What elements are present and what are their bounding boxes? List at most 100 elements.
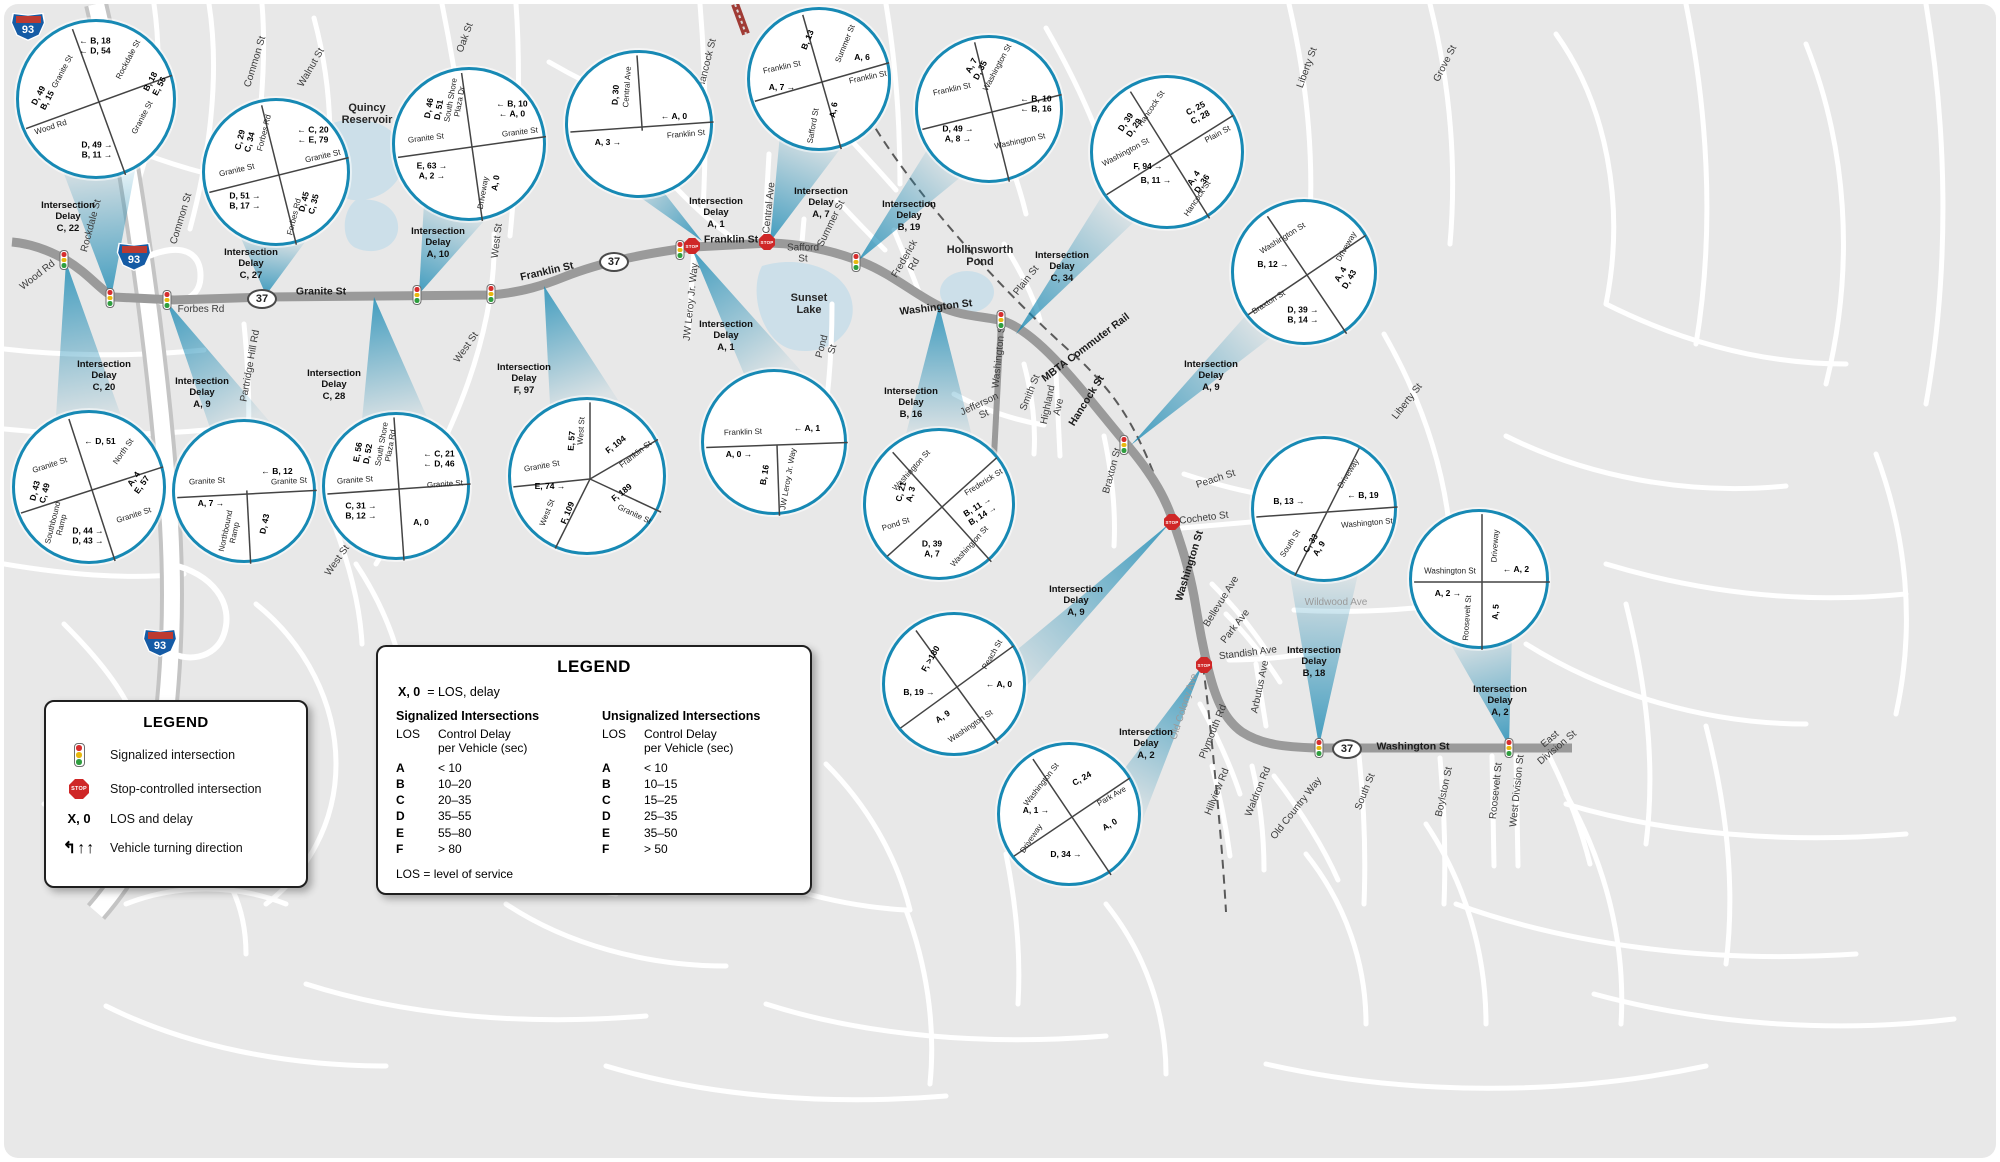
r-light [677, 242, 683, 247]
los-letter: D [396, 809, 405, 824]
intersection-delay-label: Intersection Delay A, 1 [689, 196, 743, 230]
los-footnote: LOS = level of service [396, 866, 514, 881]
legend-item-label: Signalized intersection [110, 748, 236, 762]
traffic-signal-icon [1314, 738, 1324, 758]
approach-leg-line [802, 14, 842, 150]
intersection-delay-label: Intersection Delay A, 10 [411, 226, 465, 260]
approach-leg-line [915, 630, 999, 744]
delay-range: > 80 [438, 841, 462, 856]
shield-red-band [121, 245, 147, 253]
intersection-geometry [900, 630, 1014, 744]
callout-los-value: E, 57 [565, 430, 577, 452]
los-row-signalized: F > 80 [396, 841, 586, 857]
traffic-signal-icon [486, 284, 496, 304]
g-light [677, 253, 683, 258]
intersection-geometry [754, 14, 890, 150]
callout-los-value: ← B, 10 ← B, 16 [1020, 93, 1052, 113]
r-light [1506, 740, 1512, 745]
signalized-column: Signalized Intersections LOS Control Del… [396, 709, 586, 857]
intersection-geometry [209, 105, 349, 245]
traffic-signal-icon [412, 285, 422, 305]
callout-los-value: D, 46 D, 51 [421, 97, 445, 121]
signalized-column-header: Signalized Intersections [396, 709, 540, 723]
intersection-delay-label: Intersection Delay C, 22 [41, 200, 95, 234]
callout-los-value: A, 0 [413, 517, 429, 528]
callout-los-value: D, 44 → D, 43 → [72, 525, 104, 545]
g-light [107, 301, 113, 306]
route-37-shield: 37 [247, 289, 277, 309]
wedge-pointer [167, 302, 270, 428]
r-light [164, 292, 170, 297]
legend-title: LEGEND [557, 657, 631, 676]
approach-leg-line [1294, 447, 1360, 577]
los-letter: F [396, 841, 404, 856]
callout-los-value: A, 7 → [197, 498, 225, 509]
y-light [1316, 745, 1322, 751]
g-light [853, 265, 859, 270]
turning-arrows-icon: ↰↑↑ [62, 840, 96, 857]
callout-los-value: ← B, 12 [261, 466, 293, 477]
road-label: Wildwood Ave [1304, 596, 1368, 608]
approach-leg-line [636, 55, 644, 131]
road-label: Forbes Rd [177, 303, 225, 315]
los-letter: F [602, 841, 610, 856]
wedge-pointer [419, 202, 492, 294]
callout-los-value: D, 49 → A, 8 → [942, 123, 974, 143]
road-label: Washington St [1376, 740, 1450, 753]
intersection-delay-label: Intersection Delay B, 18 [1287, 645, 1341, 679]
callout-los-value: A, 1 → [1022, 805, 1050, 816]
y-light [853, 259, 859, 265]
intersection-geometry [1247, 215, 1367, 335]
wedge-pointer [362, 297, 430, 424]
callout-los-value: D, 39 A, 7 [921, 538, 943, 558]
intersection-delay-label: Intersection Delay A, 2 [1119, 727, 1173, 761]
wedge-pointer [858, 142, 962, 261]
wedge-pointer [770, 134, 847, 242]
legend-item-icon-cell: ↰↑↑ [60, 838, 98, 858]
g-light [1506, 751, 1512, 756]
traffic-signal-icon [162, 290, 172, 310]
intersection-geometry [20, 418, 164, 562]
los-header: LOS [396, 727, 421, 741]
delay-range: 10–20 [438, 776, 472, 791]
interstate-93-shield: 93 [10, 11, 46, 41]
g-light [998, 323, 1004, 328]
callout-los-value: A, 5 [1489, 603, 1501, 621]
intersection-geometry [1106, 91, 1234, 219]
traffic-signal-icon [73, 743, 85, 767]
callout-los-value: E, 56 D, 52 [350, 441, 374, 465]
unsignalized-column-header: Unsignalized Intersections [602, 709, 761, 723]
g-light [1121, 448, 1127, 453]
r-light [414, 287, 420, 292]
y-light [414, 292, 420, 298]
g-light [76, 759, 82, 765]
callout-los-value: ← B, 18 ← D, 54 [79, 35, 111, 55]
wedge-pointer [1016, 196, 1136, 334]
delay-range: 20–35 [438, 793, 472, 808]
control-delay-header: Control Delay per Vehicle (sec) [644, 727, 734, 756]
intersection-delay-label: Intersection Delay C, 28 [307, 368, 361, 402]
los-letter: E [396, 825, 405, 840]
callout-los-value: ← D, 51 [84, 436, 116, 447]
shield-red-band [147, 631, 173, 639]
y-light [998, 317, 1004, 323]
y-light [1506, 745, 1512, 751]
route-37-shield: 37 [599, 252, 629, 272]
legend-item-icon-cell [60, 743, 98, 767]
intersection-delay-label: Intersection Delay B, 16 [884, 386, 938, 420]
los-delay-note: X, 0 = LOS, delay [398, 685, 792, 699]
